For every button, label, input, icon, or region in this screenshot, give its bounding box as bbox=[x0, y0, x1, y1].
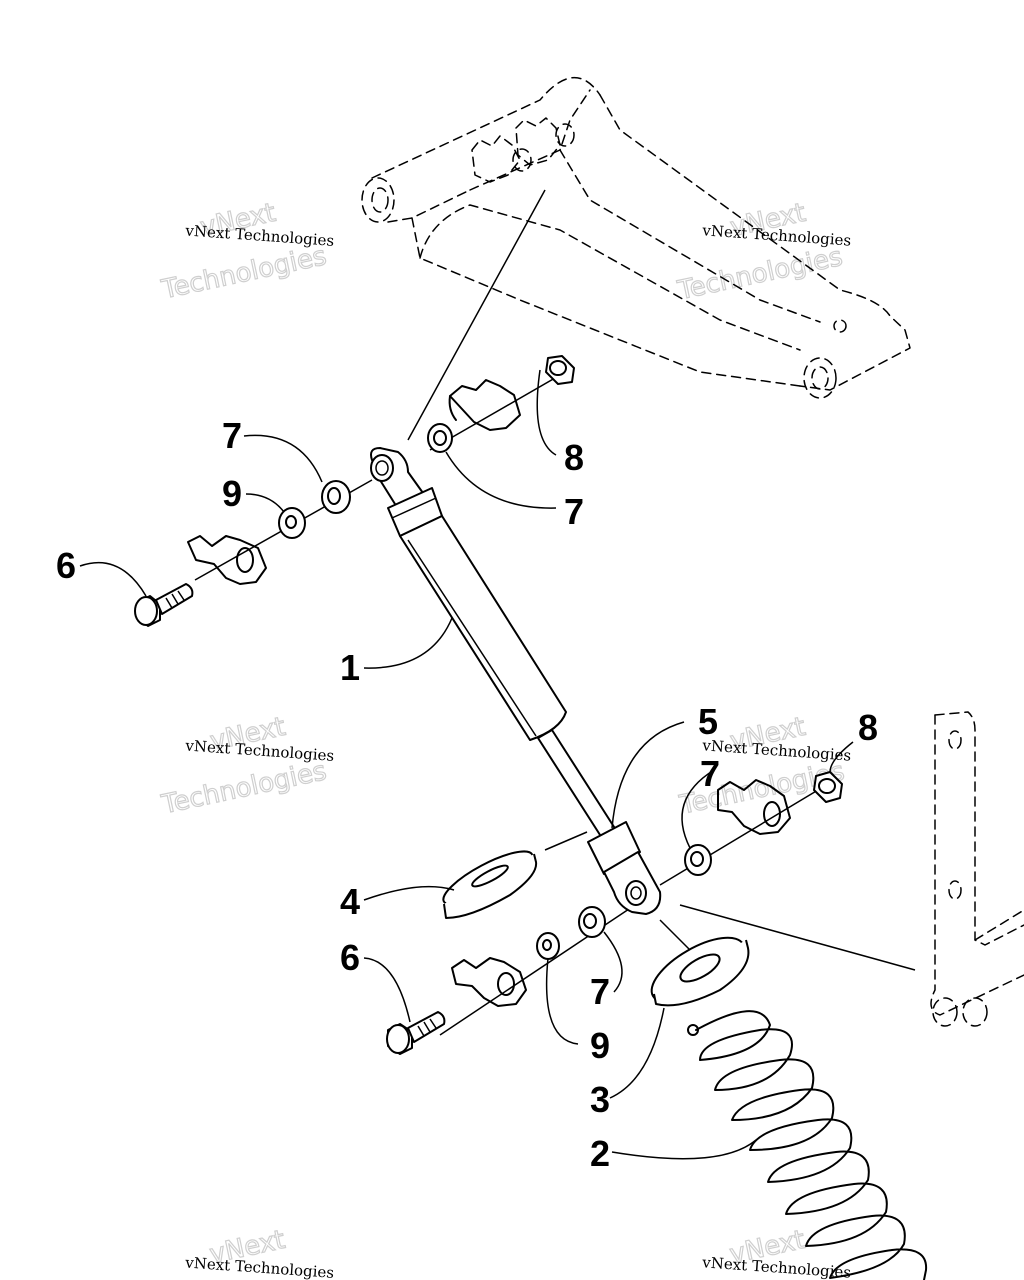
bolt-upper bbox=[134, 583, 194, 627]
callout-5: 5 bbox=[698, 701, 718, 742]
callout-1-shock: 1 bbox=[340, 647, 360, 688]
watermark-top-right: vNext Technologies vNext Technologies bbox=[674, 197, 852, 307]
callout-9-lower: 9 bbox=[590, 1025, 610, 1066]
lower-left-bracket-a bbox=[187, 535, 267, 585]
callout-7-lower-right: 7 bbox=[700, 753, 720, 794]
watermark-mid-left: vNext Technologies vNext Technologies bbox=[158, 711, 335, 821]
callout-7-lower-left: 7 bbox=[590, 971, 610, 1012]
bushing-lower-left bbox=[578, 906, 606, 938]
bushing-upper-left bbox=[321, 480, 351, 514]
lower-shock-bracket bbox=[717, 779, 791, 835]
svg-text:Technologies: Technologies bbox=[158, 241, 329, 305]
callout-numbers: 7 9 6 8 7 1 5 8 7 4 6 7 9 3 2 bbox=[56, 415, 878, 1174]
svg-text:Technologies: Technologies bbox=[158, 756, 329, 820]
callout-8-lower: 8 bbox=[858, 707, 878, 748]
bolt-lower bbox=[386, 1011, 446, 1055]
washer-upper bbox=[278, 507, 306, 539]
callout-3: 3 bbox=[590, 1079, 610, 1120]
washer-lower bbox=[536, 932, 560, 960]
callout-9-upper: 9 bbox=[222, 473, 242, 514]
svg-text:vNext Technologies: vNext Technologies bbox=[184, 736, 335, 764]
upper-a-arm bbox=[361, 77, 911, 399]
watermark-bottom-left: vNext vNext Technologies bbox=[184, 1224, 335, 1280]
watermark-top-left: vNext Technologies vNext Technologies bbox=[158, 197, 335, 306]
coil-spring bbox=[687, 1010, 928, 1280]
shock-absorber bbox=[370, 447, 662, 915]
bushing-lower-right bbox=[684, 844, 712, 876]
svg-text:Technologies: Technologies bbox=[675, 242, 846, 306]
leader-lines bbox=[79, 369, 854, 1160]
svg-text:vNext Technologies: vNext Technologies bbox=[701, 221, 852, 249]
watermark-bottom-right: vNext vNext Technologies bbox=[701, 1224, 852, 1280]
lower-chassis-bracket bbox=[930, 711, 1024, 1027]
callout-7-upper-left: 7 bbox=[222, 415, 242, 456]
callout-8-upper: 8 bbox=[564, 437, 584, 478]
bushing-upper-right bbox=[427, 423, 453, 453]
callout-4: 4 bbox=[340, 881, 360, 922]
upper-frame-bracket bbox=[448, 379, 521, 431]
callout-6-upper: 6 bbox=[56, 545, 76, 586]
callout-2: 2 bbox=[590, 1133, 610, 1174]
nut-upper bbox=[545, 355, 575, 385]
spring-seat-upper bbox=[442, 850, 538, 919]
nut-lower bbox=[813, 771, 843, 803]
callout-6-lower: 6 bbox=[340, 937, 360, 978]
svg-text:vNext Technologies: vNext Technologies bbox=[184, 221, 335, 249]
spring-seat-lower bbox=[650, 936, 750, 1007]
svg-text:vNext Technologies: vNext Technologies bbox=[701, 736, 852, 764]
lower-left-bracket-b bbox=[451, 957, 527, 1007]
callout-7-upper-right: 7 bbox=[564, 491, 584, 532]
